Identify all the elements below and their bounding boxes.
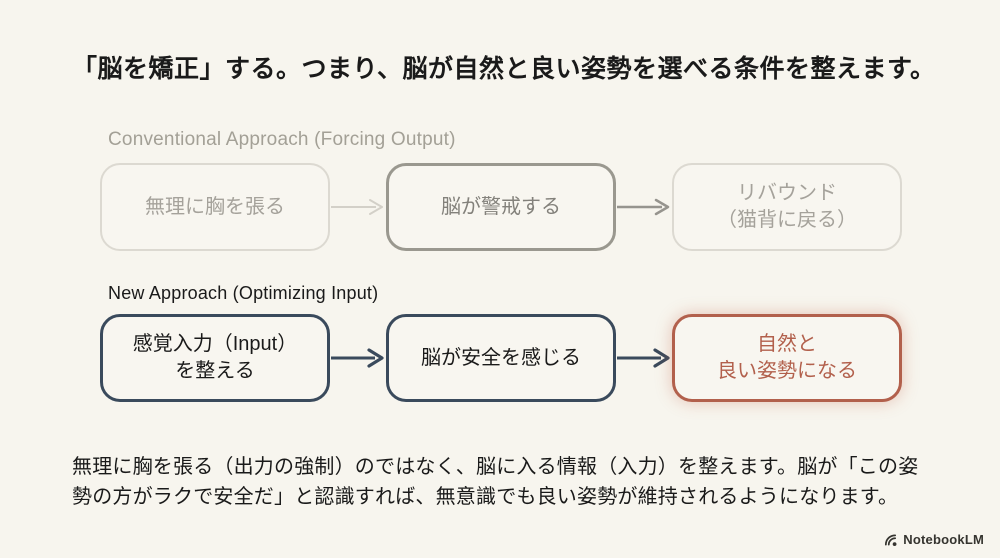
notebooklm-logo-text: NotebookLM [903, 532, 984, 547]
notebooklm-icon [883, 533, 898, 547]
new-step-2: 脳が安全を感じる [386, 314, 616, 402]
arrow-light-icon [330, 163, 386, 251]
new-approach-flow-row: 感覚入力（Input） を整える 脳が安全を感じる 自然と 良い姿勢になる [100, 314, 902, 402]
new-step-2-label: 脳が安全を感じる [421, 346, 581, 369]
footer-paragraph: 無理に胸を張る（出力の強制）のではなく、脳に入る情報（入力）を整えます。脳が「こ… [72, 456, 919, 508]
conventional-flow-row: 無理に胸を張る 脳が警戒する リバウンド （猫背に戻る） [100, 163, 902, 251]
new-step-1-line-2: を整える [175, 360, 255, 382]
conventional-step-1-label: 無理に胸を張る [145, 195, 285, 218]
arrow-navy-icon [616, 314, 672, 402]
arrow-navy-icon [330, 314, 386, 402]
new-step-3-line-2: 良い姿勢になる [717, 360, 857, 382]
conventional-step-3-line-1: リバウンド [737, 182, 837, 204]
new-step-1-line-1: 感覚入力（Input） [132, 333, 298, 355]
conventional-step-3-line-2: （猫背に戻る） [717, 209, 857, 231]
new-approach-section-label: New Approach (Optimizing Input) [108, 283, 379, 303]
conventional-step-2-label: 脳が警戒する [441, 195, 561, 218]
conventional-step-2: 脳が警戒する [386, 163, 616, 251]
conventional-step-1: 無理に胸を張る [100, 163, 330, 251]
new-step-3-line-1: 自然と [757, 333, 817, 355]
slide-title: 「脳を矯正」する。つまり、脳が自然と良い姿勢を選べる条件を整えます。 [72, 55, 936, 83]
conventional-step-3: リバウンド （猫背に戻る） [672, 163, 902, 251]
branding: NotebookLM [883, 532, 984, 547]
new-step-3-highlight: 自然と 良い姿勢になる [672, 314, 902, 402]
conventional-section-label: Conventional Approach (Forcing Output) [108, 129, 456, 150]
new-step-1: 感覚入力（Input） を整える [100, 314, 330, 402]
arrow-mid-icon [616, 163, 672, 251]
